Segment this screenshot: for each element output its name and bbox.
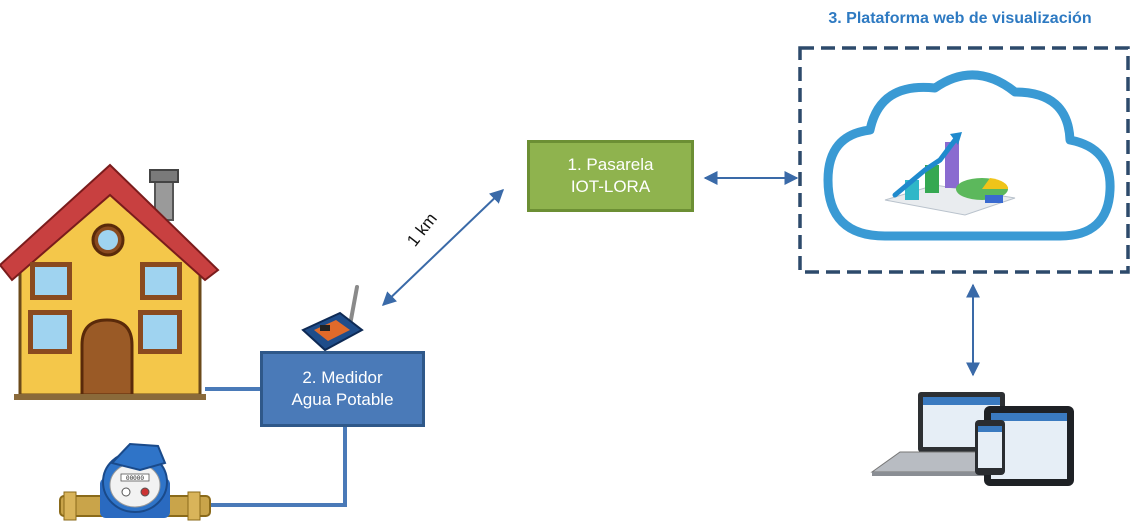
house-icon [0,163,220,400]
platform-frame [798,46,1130,274]
water-meter-reading: 00000 [126,475,144,482]
water-meter-icon: 00000 [59,442,211,521]
arrow-meter-gateway [381,189,505,306]
gateway-label-line1: 1. Pasarela [567,155,654,174]
gateway-label-line2: IOT-LORA [570,177,651,196]
phone-icon [975,420,1005,475]
meter-label-line1: 2. Medidor [302,368,383,387]
lora-board-icon [301,285,364,352]
platform-title: 3. Plataforma web de visualización [828,10,1092,27]
meter-box: 2. Medidor Agua Potable [260,351,425,427]
pipe-lines [200,387,347,507]
chart-icon [884,132,1016,216]
gateway-box: 1. Pasarela IOT-LORA [527,140,694,212]
meter-label-line2: Agua Potable [291,390,394,409]
